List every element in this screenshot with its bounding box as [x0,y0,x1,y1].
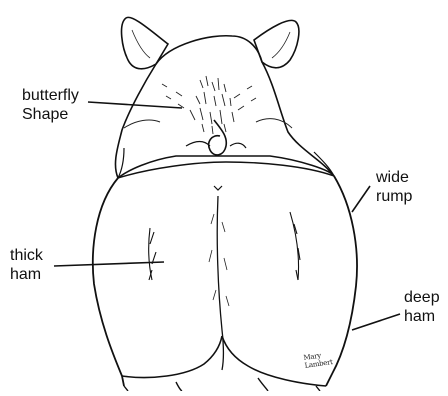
label-deep-ham: deep ham [404,288,440,326]
label-pointers [54,102,400,330]
label-thick-line2: ham [10,265,43,284]
back-shading [162,76,256,134]
label-deep-line1: deep [404,288,440,307]
label-wide-rump: wide rump [376,168,412,206]
label-butterfly-shape: butterfly Shape [22,86,79,124]
label-thick-ham: thick ham [10,246,43,284]
label-wide-line1: wide [376,168,412,187]
right-ear [254,20,299,67]
left-ham [122,336,222,378]
label-thick-line1: thick [10,246,43,265]
label-deep-line2: ham [404,307,440,326]
label-butterfly-line1: butterfly [22,86,79,105]
label-wide-line2: rump [376,187,412,206]
legs [124,378,320,391]
left-ear [122,17,168,68]
label-butterfly-line2: Shape [22,105,79,124]
tail [186,120,246,155]
